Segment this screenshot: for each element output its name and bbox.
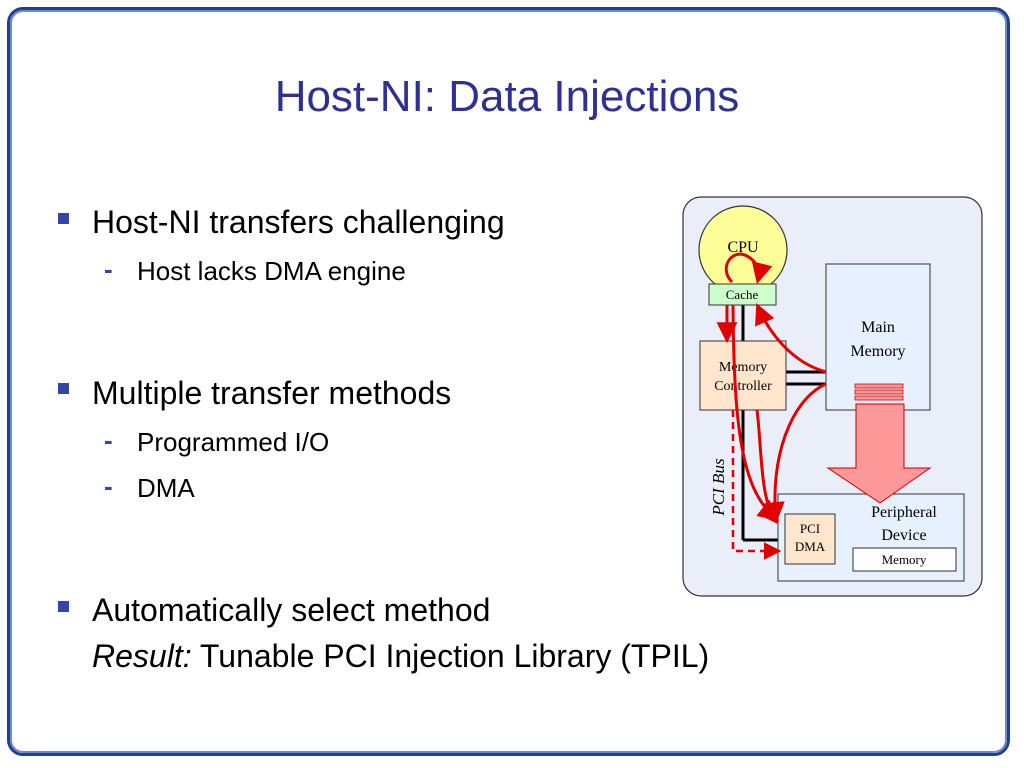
- memory-stripe: [854, 383, 904, 389]
- pci-dma-box: [784, 513, 836, 565]
- peripheral-device-label-2: Device: [881, 527, 926, 544]
- pio-dashed-path: [731, 410, 782, 560]
- memory-controller-label-1: Memory: [719, 360, 767, 375]
- main-memory-label-2: Memory: [850, 343, 905, 360]
- sub-bullet-host-lacks-dma: Host lacks DMA engine: [137, 256, 406, 286]
- slide-title: Host-NI: Data Injections: [274, 72, 740, 121]
- bullet-marker: [58, 383, 69, 394]
- sub-bullet-marker: -: [104, 254, 113, 284]
- memory-stripe: [854, 395, 904, 401]
- pci-dma-label-2: DMA: [795, 539, 826, 554]
- result-label: Result:: [92, 638, 192, 674]
- bullet-multiple-transfer-methods: Multiple transfer methods: [92, 375, 452, 411]
- memory-controller-label-2: Controller: [714, 379, 772, 394]
- bullet-result-line: Result: Tunable PCI Injection Library (T…: [92, 636, 709, 676]
- main-memory-label-1: Main: [861, 319, 895, 336]
- bullet-host-ni-transfers: Host-NI transfers challenging: [92, 204, 505, 240]
- memory-stripe: [854, 389, 904, 395]
- peripheral-device-label-1: Peripheral: [871, 504, 937, 521]
- sub-bullet-dma: DMA: [137, 473, 195, 503]
- memory-controller-box: [699, 340, 787, 411]
- cache-label: Cache: [726, 287, 759, 302]
- bullet-automatically-select: Automatically select method: [92, 592, 491, 628]
- sub-bullet-marker: -: [104, 425, 113, 455]
- pci-dma-label-1: PCI: [800, 521, 820, 536]
- cpu-label: CPU: [727, 239, 759, 256]
- bullet-marker: [58, 213, 69, 224]
- red-flow-arrows: [716, 252, 827, 525]
- architecture-diagram: CPU Cache Memory Controller Main Memory …: [682, 196, 983, 597]
- peripheral-memory-box: [852, 547, 957, 572]
- dma-transfer-arrow: [826, 403, 932, 504]
- bullet-marker: [58, 601, 69, 612]
- result-text: Tunable PCI Injection Library (TPIL): [191, 638, 710, 674]
- cache-box: [708, 283, 777, 306]
- sub-bullet-programmed-io: Programmed I/O: [137, 427, 330, 457]
- peripheral-memory-label: Memory: [882, 552, 927, 567]
- sub-bullet-marker: -: [104, 471, 113, 501]
- pci-bus-label: PCI Bus: [709, 458, 728, 517]
